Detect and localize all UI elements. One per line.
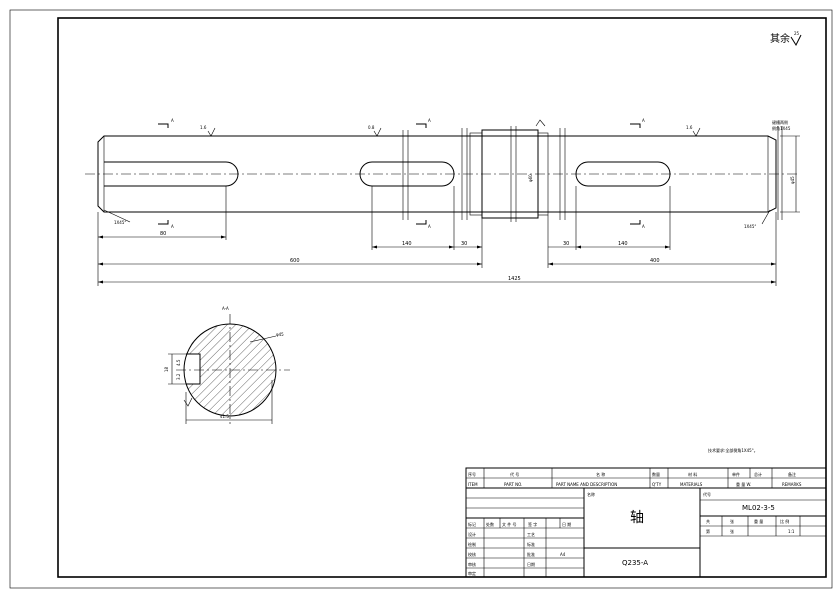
part-name: 轴 <box>630 510 644 526</box>
svg-text:重 量 W.: 重 量 W. <box>736 481 751 487</box>
svg-text:A: A <box>428 118 431 123</box>
material: Q235-A <box>622 559 648 567</box>
svg-text:批准: 批准 <box>527 551 535 557</box>
svg-text:代 号: 代 号 <box>510 471 519 477</box>
technical-requirement: 技术要求:全部倒角1X45°。 <box>708 447 758 453</box>
dim-140-right: 140 <box>618 241 628 247</box>
svg-text:1:1: 1:1 <box>788 529 795 534</box>
svg-text:审核: 审核 <box>468 561 476 567</box>
svg-text:41.5: 41.5 <box>220 414 229 419</box>
svg-text:张: 张 <box>730 528 734 534</box>
svg-text:张: 张 <box>730 518 734 524</box>
svg-text:标记: 标记 <box>468 521 476 527</box>
svg-text:其余: 其余 <box>770 32 790 45</box>
svg-text:代号: 代号 <box>703 491 711 497</box>
svg-text:18: 18 <box>164 366 169 372</box>
svg-text:名 称: 名 称 <box>596 471 605 477</box>
svg-text:第: 第 <box>706 528 710 534</box>
svg-text:3.2: 3.2 <box>176 373 181 380</box>
svg-text:PART NAME AND DESCRIPTION: PART NAME AND DESCRIPTION <box>556 482 617 487</box>
section-keyway <box>186 353 201 385</box>
svg-text:φ45: φ45 <box>276 332 284 337</box>
title-block: 序号 ITEM 代 号 PART NO. 名 称 PART NAME AND D… <box>465 467 827 578</box>
svg-text:A4: A4 <box>560 552 566 557</box>
svg-text:A: A <box>171 224 174 229</box>
roughness-note: 其余 25 <box>770 31 802 47</box>
svg-text:标准: 标准 <box>527 541 535 547</box>
svg-text:单件: 单件 <box>732 471 740 477</box>
section-title: A-A <box>222 306 229 311</box>
svg-text:设计: 设计 <box>468 531 476 537</box>
section-markers: A A A A A A <box>158 118 645 229</box>
svg-text:重 量: 重 量 <box>754 518 763 524</box>
roughness-symbol-icon <box>790 34 802 47</box>
dim-30-right: 30 <box>563 241 569 247</box>
svg-text:名称: 名称 <box>587 491 595 497</box>
svg-text:审定: 审定 <box>468 570 476 576</box>
svg-text:比 例: 比 例 <box>780 518 789 524</box>
svg-text:Q'TY: Q'TY <box>652 482 662 487</box>
svg-text:日期: 日期 <box>527 561 535 567</box>
roughness-symbol-icon <box>207 127 216 137</box>
dim-30-left: 30 <box>461 241 467 247</box>
dim-80: 80 <box>160 231 166 237</box>
svg-text:1.6: 1.6 <box>686 125 693 130</box>
inner-frame <box>57 17 827 578</box>
svg-text:备注: 备注 <box>788 471 796 477</box>
svg-text:MATERIALS: MATERIALS <box>680 482 703 487</box>
svg-text:A: A <box>642 118 645 123</box>
dim-140-mid: 140 <box>402 241 412 247</box>
svg-text:工艺: 工艺 <box>527 532 535 537</box>
chamfer-right-label: 1X45° <box>744 224 756 229</box>
svg-text:A: A <box>171 118 174 123</box>
svg-text:文 件 号: 文 件 号 <box>502 521 517 527</box>
svg-text:校核: 校核 <box>468 551 476 557</box>
keyway-right <box>575 161 671 187</box>
outer-border <box>9 9 833 589</box>
roughness-symbol-icon <box>183 397 193 407</box>
dim-600: 600 <box>290 258 300 264</box>
svg-text:25: 25 <box>794 31 800 36</box>
roughness-symbol-icon <box>535 119 546 127</box>
svg-text:签 字: 签 字 <box>528 521 537 527</box>
svg-text:ITEM: ITEM <box>468 482 478 487</box>
groove-marks <box>402 126 783 222</box>
svg-text:共: 共 <box>706 518 710 524</box>
svg-text:键槽两侧: 键槽两侧 <box>772 119 788 125</box>
dimension-lines: 80 140 30 600 1425 30 140 400 <box>97 186 777 286</box>
dim-400: 400 <box>650 258 660 264</box>
svg-text:总计: 总计 <box>754 471 762 477</box>
svg-text:绘制: 绘制 <box>468 541 476 547</box>
keyway-middle <box>359 161 455 187</box>
section-view: A-A φ45 18 4.5 3.2 41.5 <box>164 306 290 424</box>
svg-text:数量: 数量 <box>652 471 660 477</box>
svg-text:PART NO.: PART NO. <box>504 482 522 487</box>
svg-text:A: A <box>642 224 645 229</box>
svg-text:日 期: 日 期 <box>562 521 571 527</box>
roughness-symbol-icon <box>373 127 382 137</box>
dim-1425: 1425 <box>508 276 521 282</box>
svg-text:倒角1X45: 倒角1X45 <box>772 125 791 131</box>
drawing-number: ML02-3-5 <box>742 504 775 512</box>
svg-text:序号: 序号 <box>468 471 476 477</box>
chamfer-left-label: 1X45° <box>114 220 126 225</box>
svg-text:处数: 处数 <box>486 521 494 527</box>
svg-text:A: A <box>428 224 431 229</box>
roughness-symbol-icon <box>692 127 701 137</box>
keyway-left <box>104 161 239 187</box>
svg-text:1.6: 1.6 <box>200 125 207 130</box>
shaft-roughness: 1.6 0.8 1.6 <box>200 119 701 137</box>
svg-text:0.8: 0.8 <box>368 125 375 130</box>
collar-diameter-label: φ60 <box>528 174 533 182</box>
svg-text:4.5: 4.5 <box>176 359 181 366</box>
svg-text:材 料: 材 料 <box>688 471 697 477</box>
shaft-main-view: A A A A A A 1.6 0.8 1.6 1X45° 1X45° <box>85 118 800 229</box>
svg-text:REMARKS: REMARKS <box>782 482 802 487</box>
right-diameter-label: φ45 <box>790 176 795 184</box>
